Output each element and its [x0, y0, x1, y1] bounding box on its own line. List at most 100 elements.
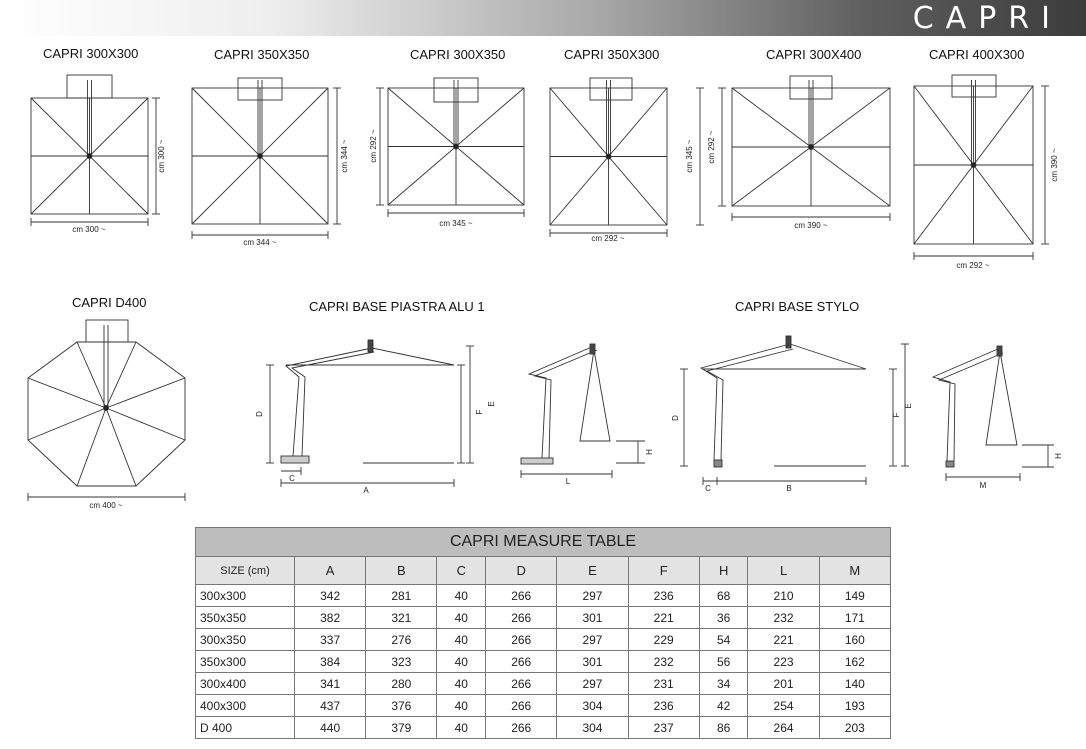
cell-value: 149	[818, 584, 892, 607]
cell-value: 437	[293, 694, 367, 717]
cell-value: 140	[818, 672, 892, 695]
cell-value: 193	[818, 694, 892, 717]
cell-value: 301	[556, 606, 629, 629]
col-header-f: F	[627, 556, 700, 585]
cell-size: 350x300	[195, 650, 295, 673]
plan-title-300x300: CAPRI 300X300	[43, 46, 139, 61]
cell-value: 264	[747, 716, 820, 739]
plan-300x400: cm 390 ~ cm 292 ~	[707, 75, 891, 230]
plan-350x300-width-label: cm 292 ~	[591, 234, 624, 243]
col-header-l: L	[747, 556, 820, 585]
cell-value: 379	[365, 716, 438, 739]
plan-300x400-width-label: cm 390 ~	[794, 221, 827, 230]
stylo-dim-e: E	[904, 403, 913, 408]
piastra-dim-d: D	[255, 411, 264, 417]
cell-value: 201	[747, 672, 820, 695]
plan-title-300x350: CAPRI 300X350	[410, 47, 506, 62]
cell-value: 34	[698, 672, 749, 695]
cell-value: 384	[293, 650, 367, 673]
cell-value: 304	[556, 716, 629, 739]
plan-300x300-width-label: cm 300 ~	[72, 225, 105, 234]
cell-value: 266	[485, 672, 558, 695]
col-header-a: A	[293, 556, 367, 585]
plan-title-350x350: CAPRI 350X350	[214, 47, 310, 62]
plan-350x300-height-label: cm 345 ~	[685, 139, 694, 172]
plan-400x300: cm 292 ~ cm 390 ~	[913, 74, 1059, 270]
col-header-h: H	[698, 556, 749, 585]
cell-value: 382	[293, 606, 367, 629]
stylo-dim-m: M	[980, 481, 987, 490]
cell-value: 266	[485, 584, 558, 607]
cell-value: 231	[627, 672, 700, 695]
cell-value: 40	[436, 606, 487, 629]
plan-300x400-height-label: cm 292 ~	[707, 130, 716, 163]
base-stylo-folded: M H	[931, 345, 1063, 490]
cell-value: 171	[818, 606, 892, 629]
cell-value: 281	[365, 584, 438, 607]
cell-value: 266	[485, 716, 558, 739]
cell-value: 301	[556, 650, 629, 673]
header-banner: CAPRI	[0, 0, 1086, 36]
cell-size: D 400	[195, 716, 295, 739]
piastra-dim-e: E	[487, 401, 496, 406]
cell-value: 304	[556, 694, 629, 717]
plan-title-350x300: CAPRI 350X300	[564, 47, 660, 62]
piastra-dim-l: L	[566, 477, 571, 486]
cell-value: 40	[436, 694, 487, 717]
cell-value: 210	[747, 584, 820, 607]
plan-300x300-height-label: cm 300 ~	[157, 139, 166, 172]
cell-value: 276	[365, 628, 438, 651]
piastra-dim-f: F	[475, 409, 484, 414]
stylo-dim-h: H	[1054, 453, 1063, 459]
cell-value: 40	[436, 672, 487, 695]
base-title-stylo: CAPRI BASE STYLO	[735, 299, 860, 314]
cell-value: 54	[698, 628, 749, 651]
piastra-dim-a: A	[363, 486, 369, 495]
plan-350x300: cm 292 ~ cm 345 ~	[549, 77, 704, 243]
plan-300x350-height-label: cm 292 ~	[369, 129, 378, 162]
cell-size: 300x300	[195, 584, 295, 607]
plan-400x300-height-label: cm 390 ~	[1050, 148, 1059, 181]
cell-value: 203	[818, 716, 892, 739]
plan-400x300-width-label: cm 292 ~	[956, 261, 989, 270]
technical-drawings: cm 300 ~ cm 300 ~ cm 344 ~ cm 344 ~ cm 3…	[27, 74, 1063, 510]
cell-value: 280	[365, 672, 438, 695]
base-piastra-side: D F E C A	[255, 339, 496, 495]
measure-table-header-row: SIZE (cm) A B C D E F H L M	[195, 556, 892, 585]
cell-value: 68	[698, 584, 749, 607]
stylo-dim-b: B	[786, 484, 791, 493]
base-stylo-side: D F E C B	[671, 335, 913, 493]
col-header-m: M	[818, 556, 892, 585]
cell-value: 342	[293, 584, 367, 607]
cell-value: 297	[556, 672, 629, 695]
plan-350x350-width-label: cm 344 ~	[243, 238, 276, 247]
col-header-size: SIZE (cm)	[195, 556, 295, 585]
base-piastra-folded: L H	[520, 343, 654, 486]
cell-value: 232	[747, 606, 820, 629]
plan-d400: cm 400 ~	[27, 319, 186, 510]
cell-value: 56	[698, 650, 749, 673]
cell-value: 337	[293, 628, 367, 651]
cell-value: 162	[818, 650, 892, 673]
cell-value: 237	[627, 716, 700, 739]
cell-value: 376	[365, 694, 438, 717]
cell-value: 266	[485, 694, 558, 717]
stylo-dim-d: D	[671, 415, 680, 421]
cell-value: 297	[556, 584, 629, 607]
cell-value: 323	[365, 650, 438, 673]
plan-title-400x300: CAPRI 400X300	[929, 47, 1025, 62]
cell-value: 254	[747, 694, 820, 717]
plan-title-d400: CAPRI D400	[72, 295, 147, 310]
cell-value: 236	[627, 694, 700, 717]
measure-table: CAPRI MEASURE TABLE SIZE (cm) A B C D E …	[195, 527, 892, 739]
col-header-b: B	[365, 556, 438, 585]
plan-300x300: cm 300 ~ cm 300 ~	[30, 74, 166, 234]
cell-value: 321	[365, 606, 438, 629]
cell-value: 86	[698, 716, 749, 739]
base-title-piastra: CAPRI BASE PIASTRA ALU 1	[309, 299, 485, 314]
